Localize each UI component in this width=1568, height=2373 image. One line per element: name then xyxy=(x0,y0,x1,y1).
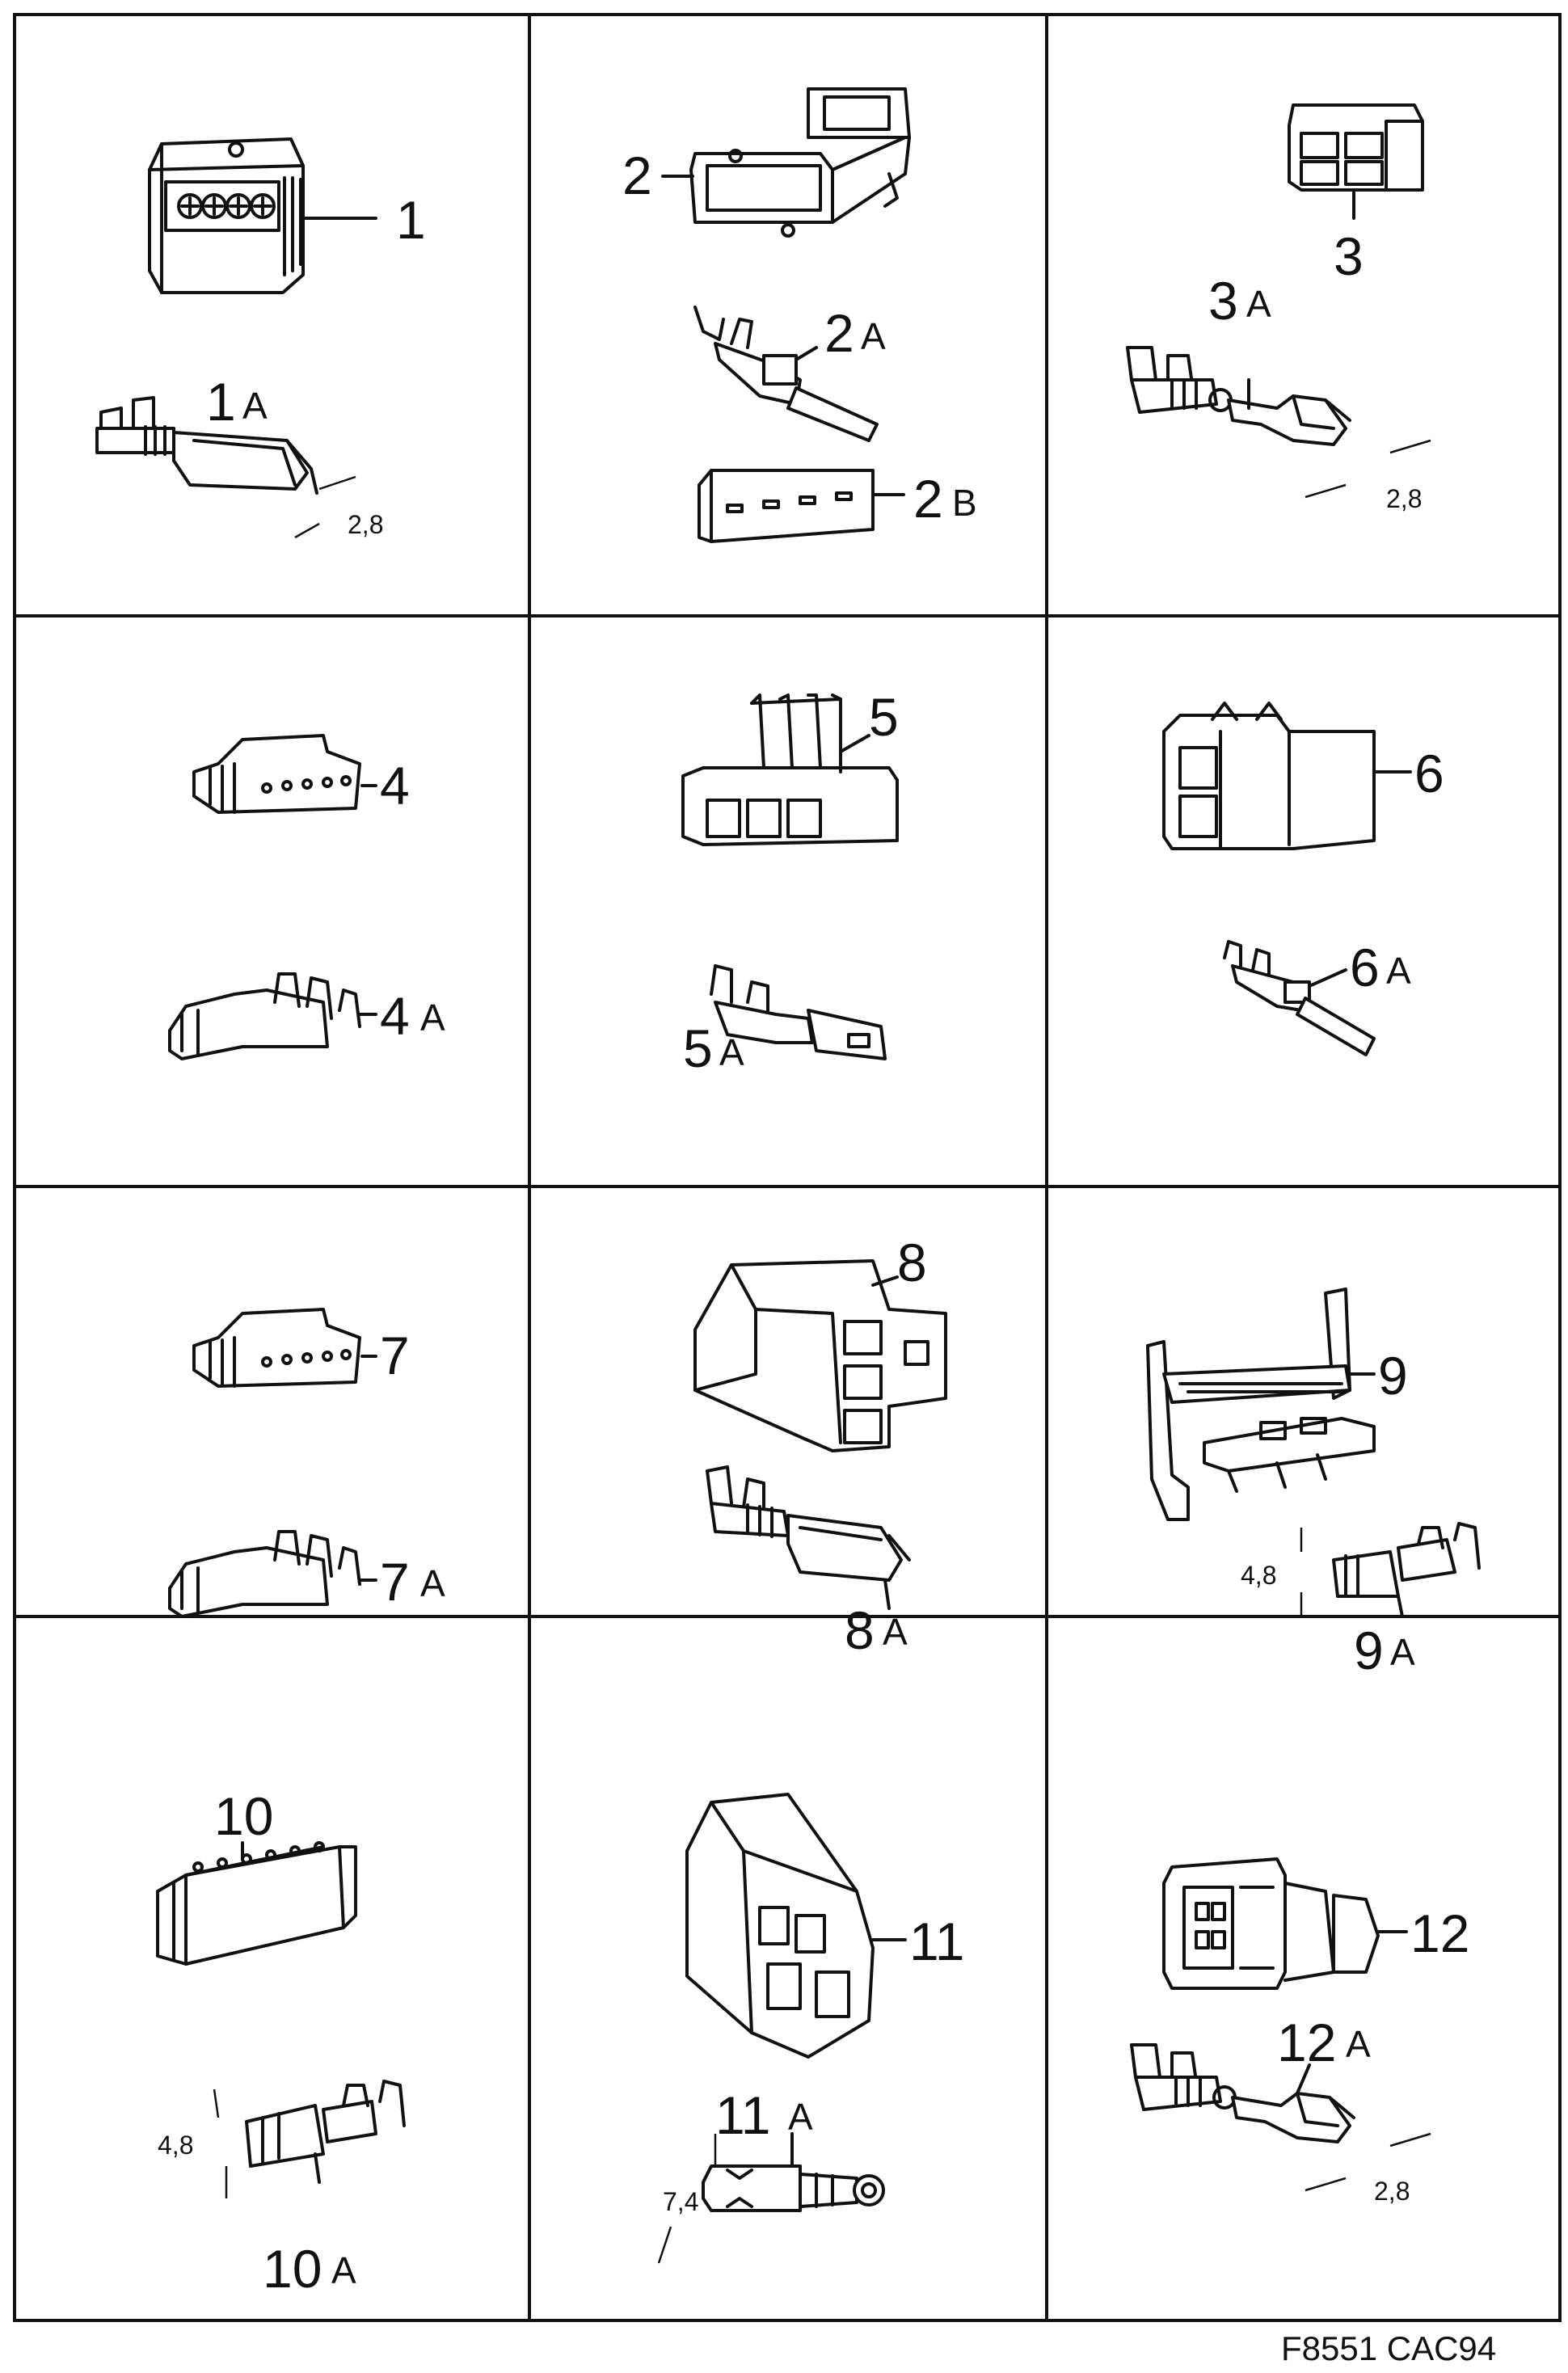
terminal-9a-label: 9 xyxy=(1354,1621,1384,1680)
part-5-label: 5 xyxy=(869,687,899,747)
part-11-label: 11 xyxy=(909,1911,965,1971)
terminal-8a-label: 8 xyxy=(845,1600,875,1660)
cell-part-2: 2 2 A 2 B xyxy=(622,87,977,543)
terminal-7a-label: 7 xyxy=(380,1552,410,1612)
cell-part-3: 3 3 A 2,8 xyxy=(1126,103,1431,513)
terminal-4a-drawing xyxy=(168,972,377,1060)
terminal-5a-drawing xyxy=(710,964,887,1060)
terminal-1a-suffix: A xyxy=(242,385,268,427)
terminal-2a-suffix: A xyxy=(861,315,886,357)
cell-part-9: 9 4,8 9 A xyxy=(1146,1288,1481,1680)
connector-1-drawing xyxy=(148,137,377,294)
terminal-1a-label: 1 xyxy=(206,372,236,432)
cell-part-6: 6 6 A xyxy=(1162,702,1444,1056)
connector-11-drawing xyxy=(685,1793,907,2059)
cell-part-10: 10 4,8 10 A xyxy=(156,1786,406,2299)
part-10-label: 10 xyxy=(214,1786,273,1846)
part-12-label: 12 xyxy=(1410,1903,1469,1963)
part-2-label: 2 xyxy=(622,145,652,205)
cell-part-4: 4 4 A xyxy=(168,734,445,1060)
terminal-11a-drawing xyxy=(657,2132,885,2264)
terminal-6a-drawing xyxy=(1223,940,1376,1056)
connector-2-drawing xyxy=(661,87,911,238)
terminal-10a-drawing xyxy=(213,2080,406,2198)
connector-3-drawing xyxy=(1288,103,1424,220)
terminal-1a-drawing xyxy=(95,396,356,539)
part-2b-drawing xyxy=(698,469,905,543)
part-6-label: 6 xyxy=(1414,744,1444,803)
terminal-1a-dimension: 2,8 xyxy=(348,510,383,539)
connector-7-drawing xyxy=(192,1308,377,1388)
part-3-label: 3 xyxy=(1334,226,1364,286)
terminal-6a-suffix: A xyxy=(1386,950,1411,992)
terminal-3a-drawing xyxy=(1126,346,1431,499)
cell-part-5: 5 5 A xyxy=(681,687,899,1078)
part-1-label: 1 xyxy=(396,190,426,250)
terminal-10a-suffix: A xyxy=(331,2249,356,2291)
connector-4-drawing xyxy=(192,734,377,814)
part-8-label: 8 xyxy=(897,1233,927,1292)
cell-part-1: 1 1 A 2,8 xyxy=(95,137,426,539)
connector-12-drawing xyxy=(1162,1857,1408,1990)
connector-6-drawing xyxy=(1162,702,1412,850)
connector-5-drawing xyxy=(681,693,899,846)
connector-10-drawing xyxy=(156,1841,357,1966)
part-4-label: 4 xyxy=(380,756,410,816)
terminal-12a-suffix: A xyxy=(1346,2023,1371,2065)
terminal-12a-drawing xyxy=(1130,2043,1431,2192)
terminal-8a-suffix: A xyxy=(883,1611,908,1653)
terminal-9a-drawing xyxy=(1300,1522,1481,1618)
terminal-2a-label: 2 xyxy=(824,303,854,363)
figure-code: F8551 CAC94 xyxy=(1281,2329,1496,2367)
terminal-10a-dimension: 4,8 xyxy=(158,2131,193,2160)
part-7-label: 7 xyxy=(380,1326,410,1385)
terminal-3a-label: 3 xyxy=(1208,271,1238,331)
terminal-3a-suffix: A xyxy=(1246,283,1271,325)
terminal-11a-dimension: 7,4 xyxy=(663,2187,698,2216)
terminal-12a-dimension: 2,8 xyxy=(1374,2177,1410,2206)
terminal-4a-label: 4 xyxy=(380,986,410,1046)
grid-frame xyxy=(13,13,1562,2322)
terminal-11a-label: 11 xyxy=(715,2085,771,2145)
terminal-5a-label: 5 xyxy=(683,1018,713,1078)
terminal-2a-drawing xyxy=(693,306,879,442)
terminal-9a-suffix: A xyxy=(1390,1631,1415,1673)
connector-9-drawing xyxy=(1146,1288,1376,1521)
terminal-7a-drawing xyxy=(168,1530,377,1618)
terminal-11a-suffix: A xyxy=(788,2096,813,2138)
terminal-4a-suffix: A xyxy=(420,997,445,1039)
terminal-9a-dimension: 4,8 xyxy=(1241,1561,1276,1590)
part-2b-label: 2 xyxy=(913,469,943,529)
terminal-6a-label: 6 xyxy=(1350,938,1380,997)
cell-part-8: 8 8 A xyxy=(693,1233,947,1660)
cell-part-12: 12 12 A 2,8 xyxy=(1130,1857,1469,2206)
terminal-10a-label: 10 xyxy=(263,2239,322,2299)
terminal-12a-label: 12 xyxy=(1277,2013,1336,2072)
cell-part-7: 7 7 A xyxy=(168,1308,445,1618)
connector-8-drawing xyxy=(693,1259,947,1452)
terminal-5a-suffix: A xyxy=(719,1031,744,1073)
terminal-3a-dimension: 2,8 xyxy=(1386,484,1422,513)
part-9-label: 9 xyxy=(1378,1346,1408,1406)
part-2b-suffix: B xyxy=(952,482,977,524)
cell-part-11: 11 11 A 7,4 xyxy=(657,1793,965,2264)
terminal-7a-suffix: A xyxy=(420,1562,445,1604)
terminal-8a-drawing xyxy=(706,1465,911,1610)
